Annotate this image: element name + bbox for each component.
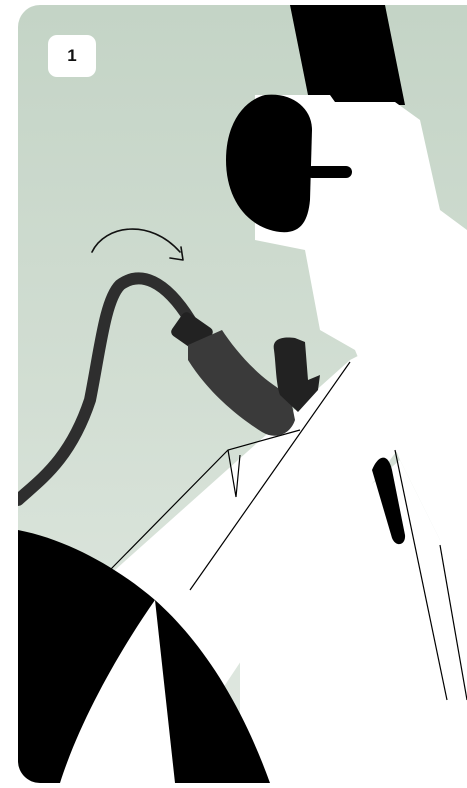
curved-arrow-icon [92, 229, 180, 252]
power-cable [18, 278, 190, 500]
knob-shaft [306, 166, 352, 178]
upper-post [290, 5, 405, 105]
step-number: 1 [67, 46, 76, 66]
bike-cable-illustration [18, 5, 467, 783]
step-number-badge: 1 [48, 35, 96, 77]
step-illustration-card: 1 [18, 5, 467, 783]
